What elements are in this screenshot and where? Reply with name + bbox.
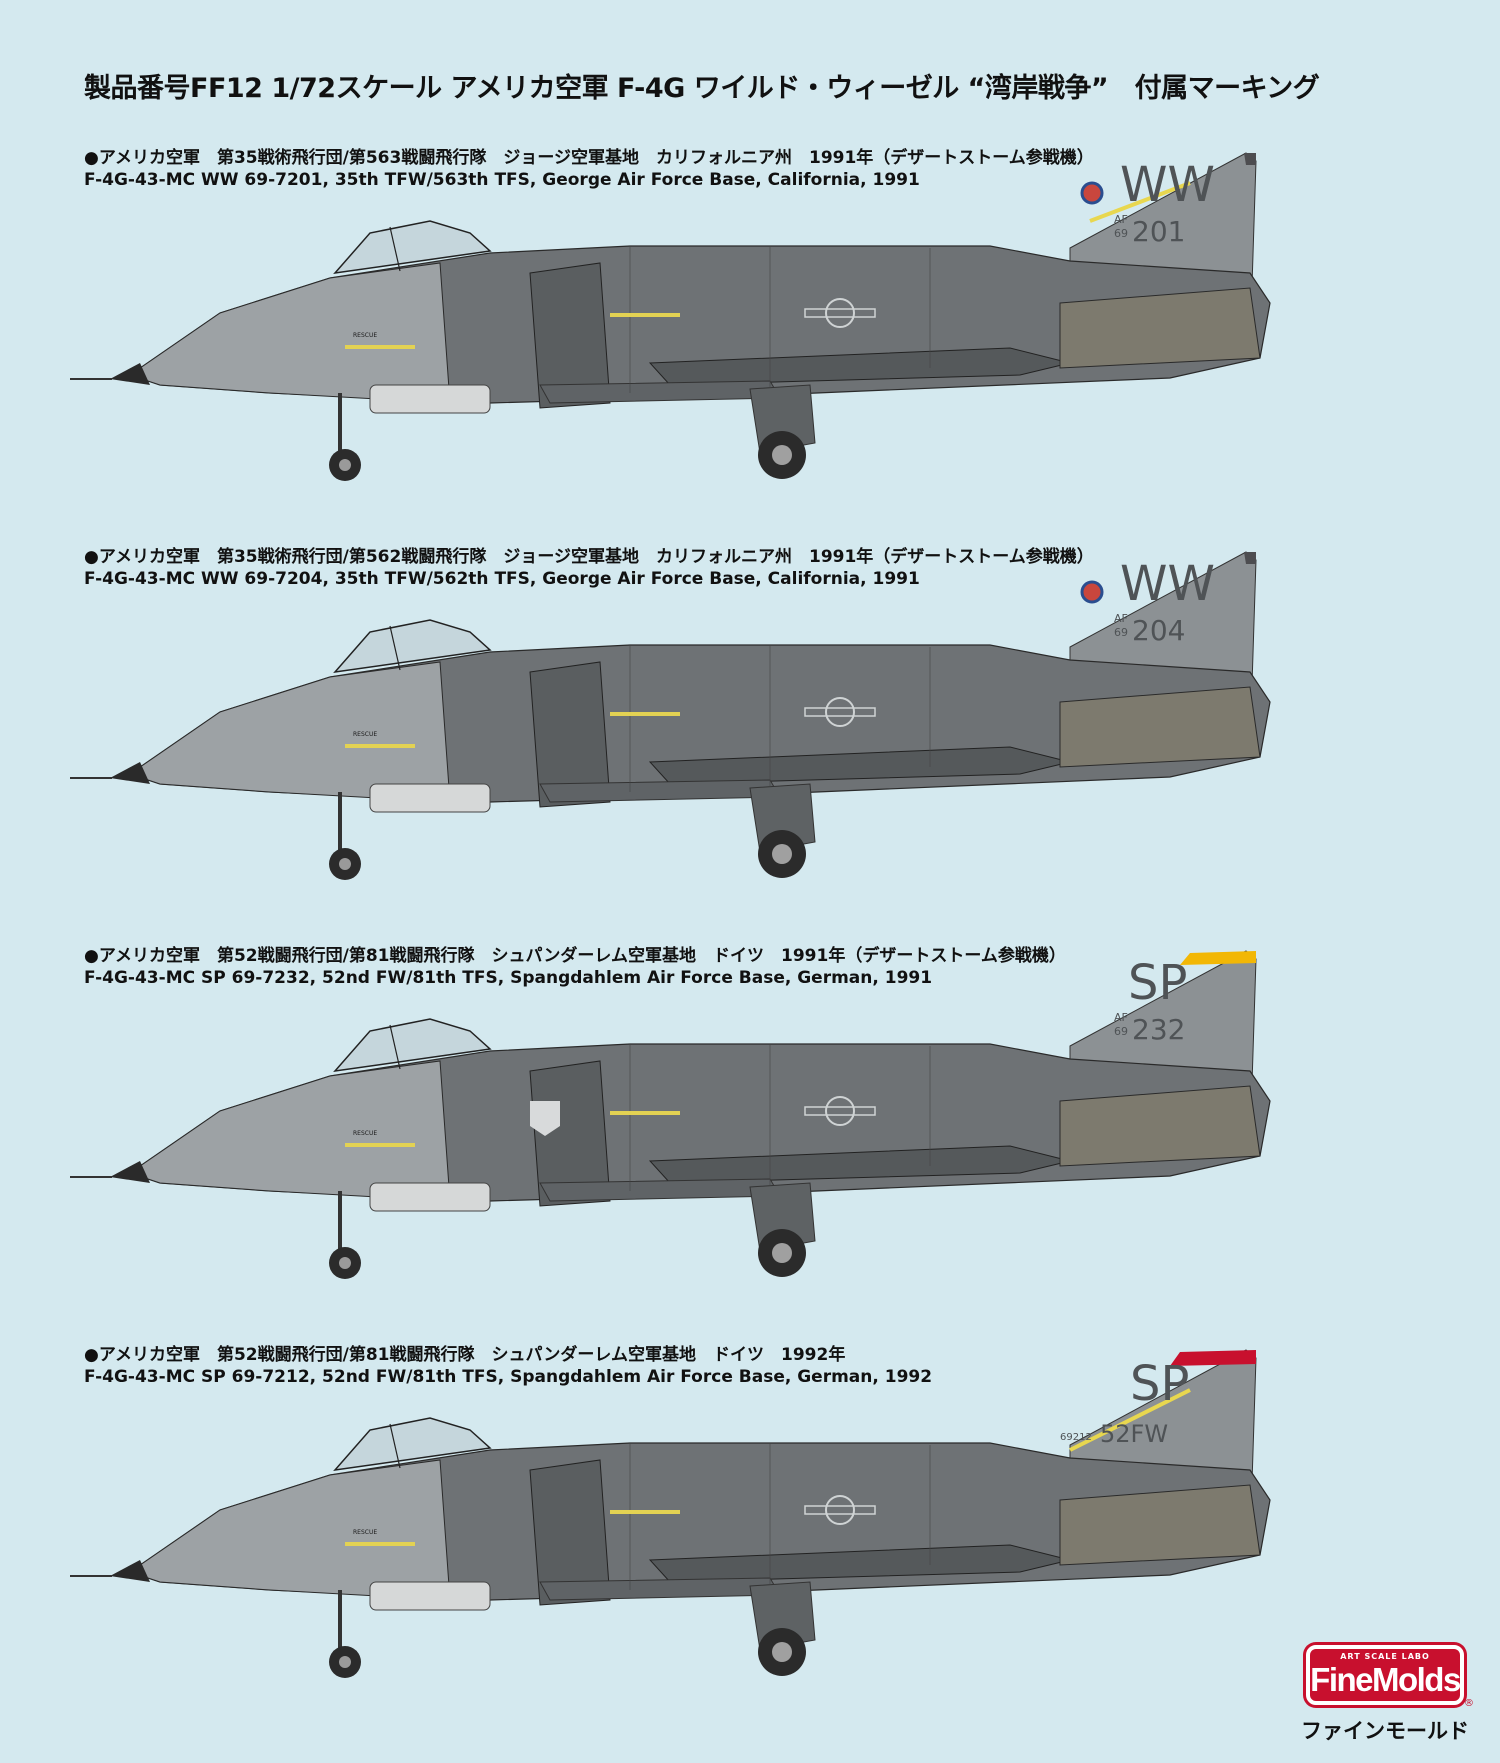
- f4g-aircraft-profile: WW AF 69 201 RESCUE: [70, 152, 1271, 481]
- entry-en-caption: F-4G-43-MC SP 69-7232, 52nd FW/81th TFS,…: [84, 968, 933, 988]
- logo-wordmark: FineMolds: [1310, 1661, 1461, 1698]
- tail-code: WW: [1120, 556, 1215, 612]
- tail-prefix: AF: [1114, 213, 1128, 226]
- marking-entry-1: ●アメリカ空軍 第35戦術飛行団/第563戦闘飛行隊 ジョージ空軍基地 カリフォ…: [0, 143, 1500, 543]
- tail-number: 201: [1132, 215, 1185, 248]
- tail-code: WW: [1120, 157, 1215, 213]
- tail-year: 69: [1114, 227, 1128, 240]
- entry-jp-caption: ●アメリカ空軍 第52戦闘飛行団/第81戦闘飛行隊 シュパンダーレム空軍基地 ド…: [84, 946, 1066, 966]
- f4g-aircraft-profile: WW AF 69 204 RESCUE: [70, 551, 1271, 880]
- tail-number: 204: [1132, 614, 1185, 647]
- tail-number: 52FW: [1100, 1420, 1168, 1448]
- f4g-aircraft-profile: SP AF 69 232 RESCUE: [70, 950, 1271, 1279]
- rescue-stencil: RESCUE: [353, 1130, 377, 1137]
- tail-tip: [1244, 153, 1256, 165]
- entry-jp-caption: ●アメリカ空軍 第35戦術飛行団/第563戦闘飛行隊 ジョージ空軍基地 カリフォ…: [84, 148, 1094, 168]
- entry-jp-caption: ●アメリカ空軍 第52戦闘飛行団/第81戦闘飛行隊 シュパンダーレム空軍基地 ド…: [84, 1345, 846, 1365]
- entry-en-caption: F-4G-43-MC WW 69-7204, 35th TFW/562th TF…: [84, 569, 920, 589]
- entry-en-caption: F-4G-43-MC WW 69-7201, 35th TFW/563th TF…: [84, 170, 920, 190]
- marking-entry-2: ●アメリカ空軍 第35戦術飛行団/第562戦闘飛行隊 ジョージ空軍基地 カリフォ…: [0, 542, 1500, 942]
- logo-subtext: ART SCALE LABO: [1340, 1652, 1430, 1661]
- rescue-stencil: RESCUE: [353, 1529, 377, 1536]
- page-title: 製品番号FF12 1/72スケール アメリカ空軍 F-4G ワイルド・ウィーゼル…: [84, 73, 1320, 104]
- tail-prefix: AF: [1114, 612, 1128, 625]
- entry-en-caption: F-4G-43-MC SP 69-7212, 52nd FW/81th TFS,…: [84, 1367, 933, 1387]
- tail-prefix: 69212: [1060, 1432, 1092, 1443]
- finemolds-logo: ART SCALE LABO FineMolds ® ファインモールド: [1300, 1645, 1474, 1745]
- tail-code: SP: [1128, 955, 1187, 1011]
- tail-year: 69: [1114, 1025, 1128, 1038]
- entry-jp-caption: ●アメリカ空軍 第35戦術飛行団/第562戦闘飛行隊 ジョージ空軍基地 カリフォ…: [84, 547, 1094, 567]
- tail-tip: [1170, 1350, 1256, 1366]
- marking-entry-4: ●アメリカ空軍 第52戦闘飛行団/第81戦闘飛行隊 シュパンダーレム空軍基地 ド…: [0, 1340, 1500, 1740]
- tail-prefix: AF: [1114, 1011, 1128, 1024]
- registered-mark: ®: [1464, 1698, 1474, 1709]
- tail-tip: [1244, 552, 1256, 564]
- tail-code: SP: [1130, 1356, 1189, 1412]
- f4g-aircraft-profile: SP 69212 52FW RESCUE: [70, 1349, 1271, 1678]
- marking-entry-3: ●アメリカ空軍 第52戦闘飛行団/第81戦闘飛行隊 シュパンダーレム空軍基地 ド…: [0, 941, 1500, 1341]
- logo-badge: ART SCALE LABO FineMolds ®: [1306, 1645, 1474, 1709]
- tail-number: 232: [1132, 1013, 1185, 1046]
- tail-tip: [1180, 951, 1256, 965]
- rescue-stencil: RESCUE: [353, 731, 377, 738]
- logo-kana: ファインモールド: [1301, 1719, 1469, 1743]
- rescue-stencil: RESCUE: [353, 332, 377, 339]
- tail-year: 69: [1114, 626, 1128, 639]
